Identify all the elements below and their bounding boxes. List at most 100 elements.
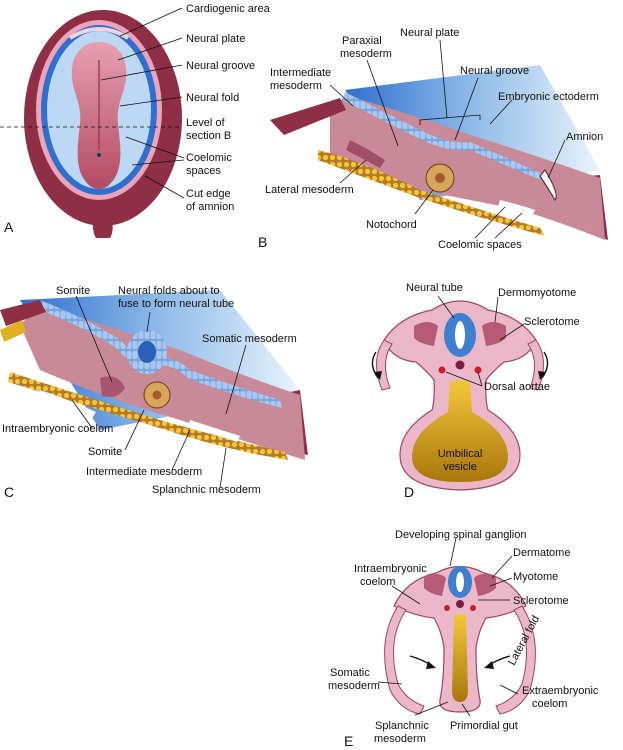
notochord-e	[456, 600, 464, 608]
coelomic-space-b	[498, 200, 535, 216]
panel-c	[0, 290, 308, 460]
label-amnion: Amnion	[566, 131, 603, 143]
label-splanchnic: Splanchnic	[375, 720, 429, 732]
notochord-c-core	[152, 390, 162, 400]
panel-letter-d: D	[404, 484, 414, 500]
label-neural-plate-b: Neural plate	[400, 27, 459, 39]
label-spaces: spaces	[186, 165, 221, 177]
label-extraembryonic-coelom: coelom	[532, 698, 567, 710]
panel-b-labels: Paraxial mesoderm Neural plate Neural gr…	[258, 27, 603, 251]
label-neural-folds: Neural folds about to	[118, 285, 220, 297]
panel-letter-c: C	[4, 484, 14, 500]
label-coelomic-spaces: Coelomic spaces	[438, 239, 522, 251]
yolk-sac-layer	[318, 150, 545, 236]
label-paraxial-mesoderm: mesoderm	[340, 48, 392, 60]
label-neural-tube: Neural tube	[406, 282, 463, 294]
label-somatic-mesoderm-c: Somatic mesoderm	[202, 333, 297, 345]
fold-arrowhead-right-d	[538, 371, 546, 380]
dorsal-aorta-right	[474, 366, 482, 374]
aorta-left-e	[444, 605, 450, 611]
label-cardiogenic-area: Cardiogenic area	[186, 3, 271, 15]
label-notochord: Notochord	[366, 219, 417, 231]
fold-arrow-right-d	[541, 351, 549, 379]
label-neural-groove-b: Neural groove	[460, 65, 529, 77]
somatopleure-left-d	[376, 339, 393, 391]
mesoderm-block	[330, 95, 605, 240]
label-extraembryonic: Extraembryonic	[522, 685, 599, 697]
dermatome-myotome-right-e	[474, 574, 496, 596]
label-umbilical: Umbilical	[438, 448, 483, 460]
amnion-left-c	[0, 300, 46, 326]
dermatome-myotome-left-e	[424, 574, 446, 596]
panel-e	[384, 565, 536, 715]
somite-c	[100, 376, 125, 397]
lateral-fold-arrowhead-left	[426, 661, 436, 669]
panel-d	[371, 300, 549, 491]
label-coelomic: Coelomic	[186, 152, 232, 164]
neural-lumen-c	[138, 341, 156, 363]
label-intraembryonic-coelom-c: Intraembryonic coelom	[2, 423, 113, 435]
label-primordial-gut: Primordial gut	[450, 720, 518, 732]
label-coelom-e: coelom	[360, 576, 395, 588]
label-of-amnion: of amnion	[186, 201, 234, 213]
label-sclerotome-e: Sclerotome	[513, 595, 569, 607]
panel-a-labels: Cardiogenic area Neural plate Neural gro…	[0, 3, 271, 235]
mesoderm-block-c	[20, 305, 305, 460]
dorsal-aorta-left	[438, 366, 446, 374]
primitive-node	[97, 153, 101, 157]
body-wall-right-e	[495, 605, 536, 715]
panel-d-labels: Neural tube Dermomyotome Sclerotome Dors…	[404, 282, 580, 500]
yolk-layer-c	[8, 372, 288, 460]
gut-tube-e	[452, 614, 468, 702]
label-sclerotome-d: Sclerotome	[524, 316, 580, 328]
aorta-right-e	[470, 605, 476, 611]
label-spinal-ganglion: Developing spinal ganglion	[395, 529, 526, 541]
label-paraxial: Paraxial	[342, 35, 382, 47]
amnion-right-b	[539, 168, 557, 201]
label-fuse-neural-tube: fuse to form neural tube	[118, 298, 234, 310]
dermomyotome-left-d	[414, 322, 438, 346]
coelom-c-left	[38, 390, 96, 418]
label-lateral-mesoderm: Lateral mesoderm	[265, 184, 354, 196]
panel-a	[24, 10, 182, 238]
neural-lumen-d	[455, 321, 465, 349]
panel-c-labels: Somite Neural folds about to fuse to for…	[2, 285, 297, 500]
ectoderm-cell-band	[342, 92, 548, 183]
label-embryonic-ectoderm: Embryonic ectoderm	[498, 91, 599, 103]
label-cut-edge: Cut edge	[186, 188, 231, 200]
label-somatic: Somatic	[330, 667, 370, 679]
panel-letter-b: B	[258, 234, 267, 250]
lateral-fold-arrowhead-right	[484, 661, 494, 669]
label-intermediate-mesoderm-c: Intermediate mesoderm	[86, 466, 202, 478]
label-dorsal-aortae: Dorsal aortae	[484, 381, 550, 393]
label-intraembryonic-e: Intraembryonic	[354, 563, 427, 575]
panel-letter-e: E	[344, 733, 353, 749]
label-somite-top: Somite	[56, 285, 90, 297]
label-splanchnic-mesoderm-e: mesoderm	[374, 733, 426, 745]
label-section-b: section B	[186, 130, 231, 142]
label-neural-plate-a: Neural plate	[186, 33, 245, 45]
neural-plate-bracket	[419, 114, 481, 125]
panel-b	[270, 65, 608, 240]
label-neural-fold-a: Neural fold	[186, 92, 239, 104]
fold-arrow-left-d	[371, 351, 379, 379]
panel-letter-a: A	[4, 219, 14, 235]
label-vesicle: vesicle	[443, 461, 477, 473]
body-wall-left-e	[384, 605, 425, 715]
label-neural-groove-a: Neural groove	[186, 60, 255, 72]
label-myotome: Myotome	[513, 571, 558, 583]
label-splanchnic-mesoderm-c: Splanchnic mesoderm	[152, 484, 261, 496]
coelom-c-right	[188, 420, 240, 442]
label-level-of: Level of	[186, 117, 225, 129]
label-intermediate: Intermediate	[270, 67, 331, 79]
umbilical-vesicle-d	[412, 380, 508, 482]
label-somite-bottom: Somite	[88, 446, 122, 458]
label-somatic-mesoderm-e: mesoderm	[328, 680, 380, 692]
neural-lumen-e	[456, 572, 464, 592]
amnion-left-wing	[270, 98, 346, 135]
label-intermediate-mesoderm-b: mesoderm	[270, 80, 322, 92]
yolk-tab-c	[0, 320, 26, 342]
notochord-b-core	[435, 173, 445, 183]
